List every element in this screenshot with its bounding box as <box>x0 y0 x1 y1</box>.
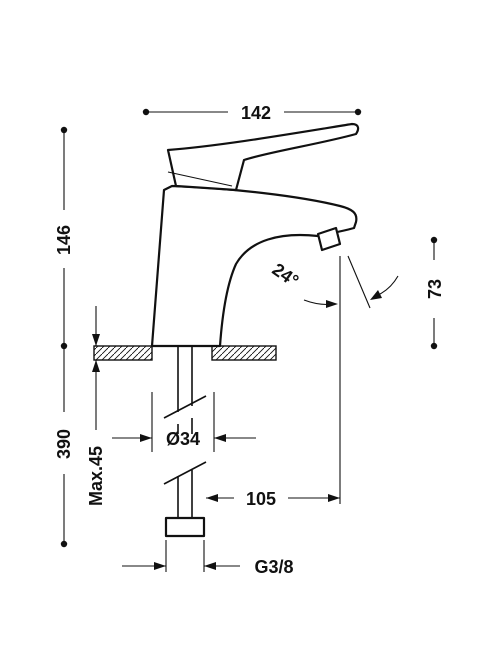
dim-overall-height: 146 <box>54 126 74 350</box>
dim-max-thickness: Max.45 <box>86 306 106 506</box>
faucet-body <box>150 122 360 348</box>
dim-diameter-label: Ø34 <box>166 429 200 449</box>
countertop <box>93 345 277 361</box>
dim-spout-height: 73 <box>425 236 445 350</box>
dim-max45-label: Max.45 <box>86 446 106 506</box>
dim-g38-label: G3/8 <box>254 557 293 577</box>
dim-installed-depth: 390 <box>54 346 74 548</box>
dim-spout-angle: 24° <box>269 255 399 309</box>
supply-hoses <box>163 346 207 538</box>
dim-105-label: 105 <box>246 489 276 509</box>
dim-73-label: 73 <box>425 279 445 299</box>
dim-24-label: 24° <box>269 259 303 291</box>
dim-spout-reach: 105 <box>206 256 341 509</box>
dim-142-label: 142 <box>241 103 271 123</box>
dim-mounting-diameter: Ø34 <box>112 392 256 452</box>
dim-390-label: 390 <box>54 429 74 459</box>
connection-nut <box>164 516 206 538</box>
lever-handle <box>166 122 360 192</box>
dim-connection-thread: G3/8 <box>122 540 294 577</box>
dim-146-label: 146 <box>54 225 74 255</box>
dim-overall-width: 142 <box>142 103 362 123</box>
